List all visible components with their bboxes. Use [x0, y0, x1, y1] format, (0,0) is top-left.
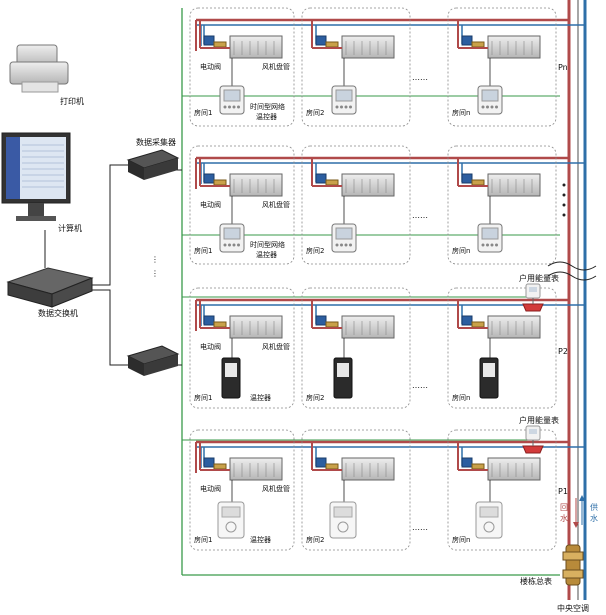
water-labels: 回 水 供 水 [560, 495, 598, 528]
motorized-valve-icon [203, 315, 215, 326]
motorized-valve-icon [461, 35, 473, 46]
motorized-valve-icon [315, 173, 327, 184]
building-meter: 楼栋总表 中央空调 [520, 544, 589, 613]
room-boundary [301, 429, 411, 551]
room-unit: 房间1 [189, 145, 295, 265]
room-boundary [301, 145, 411, 265]
return-water-char1: 回 [560, 503, 568, 512]
motorized-valve-icon [315, 457, 327, 468]
room-label: 房间1 [194, 246, 212, 255]
room-label: 房间2 [306, 108, 324, 117]
room-label: 房间n [452, 246, 470, 255]
room-unit: 房间2 [301, 145, 411, 265]
printer: 打印机 [9, 44, 84, 106]
riser-ellipsis [562, 183, 566, 217]
data-collector-bottom [126, 345, 180, 376]
room-unit: 房间1 [189, 429, 295, 551]
valve-label: 电动阀 [200, 200, 221, 209]
collector-label: 数据采集器 [136, 137, 176, 147]
room-unit: 房间n [447, 7, 557, 127]
room-boundary [301, 287, 411, 409]
fan-coil-label: 风机盘管 [262, 484, 290, 493]
room-unit: 房间n [447, 145, 557, 265]
data-collector-top: 数据采集器 [126, 137, 180, 180]
room-unit: 房间2 [301, 287, 411, 409]
room-boundary [447, 7, 557, 127]
supply-water-char2: 水 [590, 513, 598, 523]
floor-pn-label: Pn [558, 63, 568, 72]
valve-label: 电动阀 [200, 62, 221, 71]
room-unit: 房间2 [301, 7, 411, 127]
motorized-valve-icon [461, 173, 473, 184]
central-ac-label: 中央空调 [557, 603, 589, 613]
rooms-ellipsis: …… [412, 523, 428, 532]
vdots: ⋮ [151, 255, 159, 264]
computer-label: 计算机 [58, 223, 82, 233]
room-boundary [447, 287, 557, 409]
room-boundary [447, 145, 557, 265]
return-water-char2: 水 [560, 513, 568, 523]
controller-label-line2: 温控器 [256, 250, 277, 259]
room-boundary [189, 429, 295, 551]
room-label: 房间n [452, 108, 470, 117]
room-boundary [189, 145, 295, 265]
building-meter-label: 楼栋总表 [520, 576, 552, 586]
fan-coil-label: 风机盘管 [262, 62, 290, 71]
motorized-valve-icon [203, 173, 215, 184]
room-label: 房间2 [306, 246, 324, 255]
rooms-ellipsis: …… [412, 73, 428, 82]
controller-label: 温控器 [250, 393, 271, 402]
meter-label-upper: 户用能量表 [519, 273, 559, 283]
room-label: 房间2 [306, 393, 324, 402]
room-label: 房间n [452, 535, 470, 544]
switch-label: 数据交换机 [38, 308, 78, 318]
fan-coil-label: 风机盘管 [262, 342, 290, 351]
controller-label-line1: 时间型网络 [250, 102, 285, 111]
room-label: 房间n [452, 393, 470, 402]
motorized-valve-icon [461, 315, 473, 326]
room-boundary [301, 7, 411, 127]
room-unit: 房间1 [189, 7, 295, 127]
room-boundary [189, 287, 295, 409]
network-switch: 数据交换机 [6, 267, 94, 318]
room-boundary [189, 7, 295, 127]
controller-label: 温控器 [250, 535, 271, 544]
meter-label-lower: 户用能量表 [519, 415, 559, 425]
room-unit: 房间n [447, 287, 557, 409]
room-boundary [447, 429, 557, 551]
motorized-valve-icon [461, 457, 473, 468]
floor-p2-label: P2 [558, 347, 568, 356]
motorized-valve-icon [203, 35, 215, 46]
supply-water-char1: 供 [590, 502, 598, 512]
valve-label: 电动阀 [200, 484, 221, 493]
controller-label-line1: 时间型网络 [250, 240, 285, 249]
fan-coil-label: 风机盘管 [262, 200, 290, 209]
valve-label: 电动阀 [200, 342, 221, 351]
rooms-ellipsis: …… [412, 381, 428, 390]
room-label: 房间1 [194, 393, 212, 402]
room-label: 房间2 [306, 535, 324, 544]
room-unit: 房间n [447, 429, 557, 551]
motorized-valve-icon [315, 35, 327, 46]
rooms-ellipsis: …… [412, 211, 428, 220]
controller-label-line2: 温控器 [256, 112, 277, 121]
computer: 计算机 [1, 132, 82, 233]
vdots: ⋮ [151, 269, 159, 278]
room-unit: 房间2 [301, 429, 411, 551]
room-unit: 房间1 [189, 287, 295, 409]
floor-p1-label: P1 [558, 487, 568, 496]
motorized-valve-icon [315, 315, 327, 326]
printer-label: 打印机 [60, 96, 84, 106]
motorized-valve-icon [203, 457, 215, 468]
room-label: 房间1 [194, 535, 212, 544]
room-label: 房间1 [194, 108, 212, 117]
